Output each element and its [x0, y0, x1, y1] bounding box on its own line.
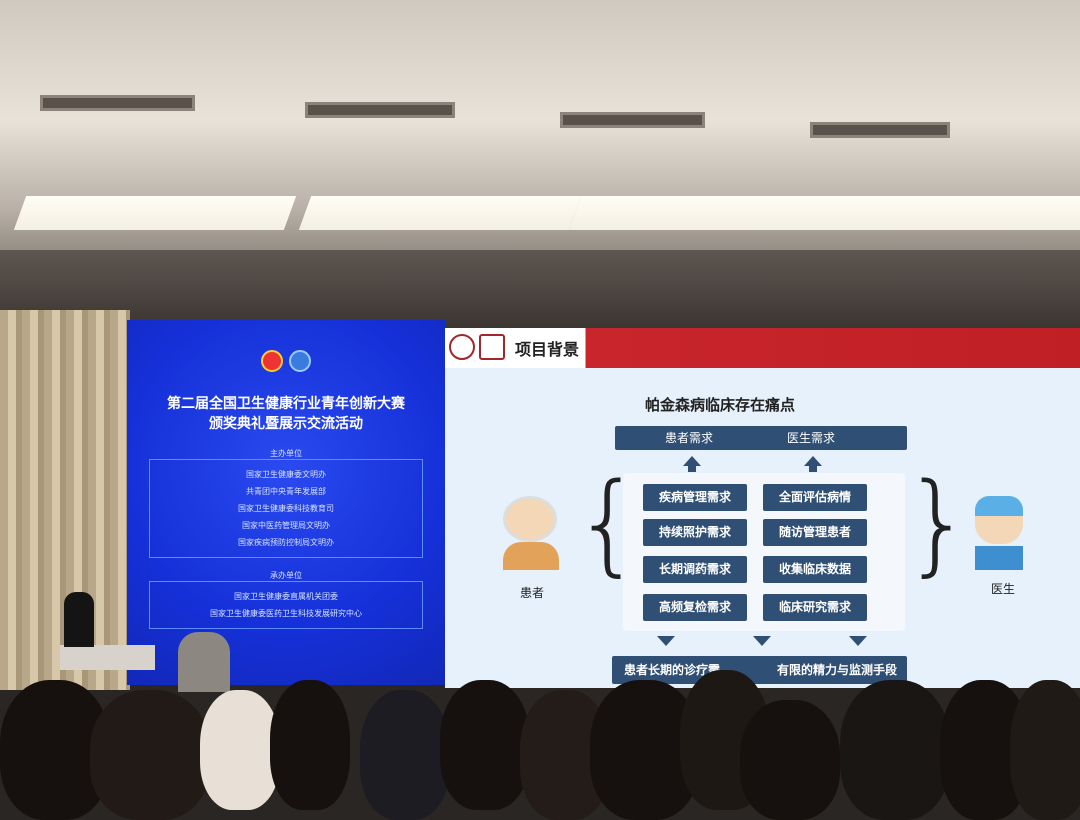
- needs-bar: 患者需求 医生需求: [615, 426, 907, 450]
- patient-needs-label: 患者需求: [665, 431, 714, 445]
- audience-member: [178, 632, 230, 692]
- league-emblem-icon: [261, 350, 284, 372]
- patient-need-item: 高频复检需求: [643, 594, 747, 621]
- elderly-patient-icon: [503, 496, 563, 576]
- doctor-needs-label: 医生需求: [787, 431, 836, 445]
- host-item: 国家疾病预防控制局文明办: [238, 538, 334, 547]
- arrow-down-icon: [657, 636, 675, 646]
- ceiling-light: [13, 196, 297, 230]
- patient-need-item: 长期调药需求: [643, 556, 747, 583]
- ceiling-light: [833, 196, 1080, 230]
- patient-need-item: 持续照护需求: [643, 519, 747, 546]
- conclusion-text-left: 患者长期的诊疗需: [624, 663, 721, 677]
- ceiling-vent: [560, 112, 705, 128]
- arrow-down-icon: [849, 636, 867, 646]
- arrow-down-icon: [753, 636, 771, 646]
- patient-need-item: 疾病管理需求: [643, 484, 747, 511]
- emblem-icons: [127, 350, 445, 376]
- organizer-item: 国家卫生健康委医药卫生科技发展研究中心: [210, 609, 362, 618]
- arrow-up-icon: [683, 456, 701, 466]
- conclusion-text-right: 有限的精力与监测手段: [776, 663, 897, 677]
- host-item: 国家中医药管理局文明办: [242, 521, 330, 530]
- arrow-stem: [809, 466, 817, 472]
- doctor-need-item: 随访管理患者: [763, 519, 867, 546]
- ceiling-vent: [40, 95, 195, 111]
- podium: [60, 645, 155, 670]
- doctor-icon: [975, 496, 1035, 576]
- doctor-need-item: 全面评估病情: [763, 484, 867, 511]
- ceiling-vent: [305, 102, 455, 118]
- slide-title: 帕金森病临床存在痛点: [645, 396, 796, 414]
- header-title: 项目背景: [515, 340, 580, 359]
- conclusion-bar: 患者长期的诊疗需 有限的精力与监测手段: [612, 656, 907, 684]
- host-item: 国家卫生健康委科技教育司: [238, 504, 334, 513]
- patient-label: 患者: [520, 586, 545, 600]
- arrow-up-icon: [804, 456, 822, 466]
- doctor-need-item: 收集临床数据: [763, 556, 867, 583]
- slide-header: 项目背景: [445, 328, 1080, 368]
- host-item: 共青团中央青年发展部: [246, 487, 326, 496]
- organizer-item: 国家卫生健康委直属机关团委: [234, 592, 338, 601]
- audience: [0, 660, 1080, 820]
- ceiling-vent: [810, 122, 950, 138]
- wall: [0, 250, 1080, 330]
- arrow-stem: [688, 466, 696, 472]
- university-logo-icon: [449, 334, 475, 360]
- ceiling-light: [568, 196, 852, 230]
- right-brace: }: [903, 459, 973, 587]
- organizer-label: 承办单位: [270, 571, 302, 580]
- host-list: 国家卫生健康委文明办 共青团中央青年发展部 国家卫生健康委科技教育司 国家中医药…: [149, 459, 423, 558]
- left-brace: {: [573, 459, 643, 587]
- right-screen-slide: 项目背景 帕金森病临床存在痛点 患者需求 医生需求 { } 疾病管理需求 持续照…: [445, 328, 1080, 688]
- host-label: 主办单位: [270, 449, 302, 458]
- hospital-logo-icon: [479, 334, 505, 360]
- doctor-need-item: 临床研究需求: [763, 594, 867, 621]
- organizer-list: 国家卫生健康委直属机关团委 国家卫生健康委医药卫生科技发展研究中心: [149, 581, 423, 629]
- speaker: [64, 592, 94, 647]
- slide-title: 第二届全国卫生健康行业青年创新大赛: [167, 396, 405, 412]
- health-emblem-icon: [288, 350, 311, 372]
- slide-subtitle: 颁奖典礼暨展示交流活动: [209, 416, 363, 432]
- ceiling-light: [298, 196, 582, 230]
- host-item: 国家卫生健康委文明办: [246, 470, 326, 479]
- left-screen-slide: 第二届全国卫生健康行业青年创新大赛 颁奖典礼暨展示交流活动 主办单位 国家卫生健…: [127, 320, 445, 685]
- doctor-label: 医生: [991, 582, 1016, 596]
